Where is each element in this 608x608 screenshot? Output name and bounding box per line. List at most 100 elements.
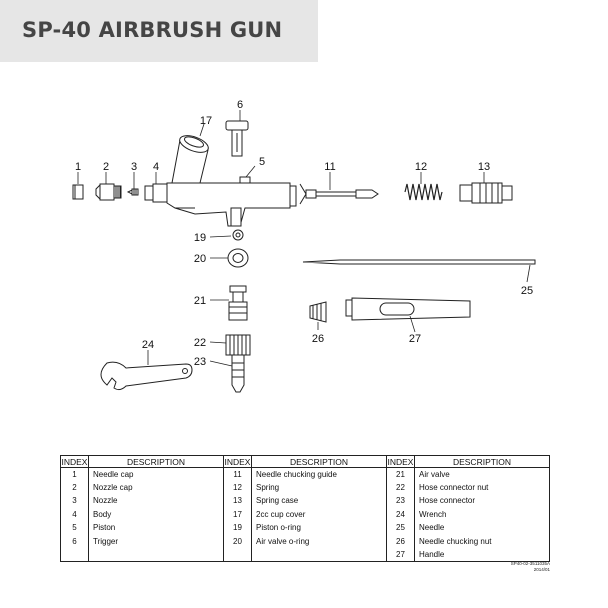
part-index-cell: 17: [223, 507, 252, 522]
part-index-cell: 23: [386, 494, 415, 508]
callout-labels: 1 2 3 4 5 6 11 12 13 17 19 20 21 22 23 2…: [75, 99, 533, 368]
callout-24: 24: [142, 339, 154, 351]
document-code-date: 2014/01: [533, 567, 550, 572]
part-body: [144, 135, 297, 227]
part-description-cell: [88, 547, 224, 562]
part-description-cell: Needle: [414, 521, 550, 535]
part-air-valve-o-ring: [227, 248, 249, 268]
document-code-number: SP40-02-3511035A: [510, 561, 550, 566]
part-index-cell: 11: [223, 467, 252, 481]
table-header-row: INDEX DESCRIPTION INDEX DESCRIPTION INDE…: [60, 455, 550, 468]
part-spring: [404, 183, 443, 201]
callout-23: 23: [194, 356, 206, 368]
part-description-cell: Wrench: [414, 507, 550, 522]
part-index-cell: 6: [60, 534, 89, 548]
part-description-cell: Spring case: [251, 494, 387, 508]
part-index-cell: 20: [223, 534, 252, 548]
part-nozzle-cap: [95, 183, 122, 201]
callout-5: 5: [259, 156, 265, 168]
callout-25: 25: [521, 285, 533, 297]
column-header-description: DESCRIPTION: [88, 455, 224, 468]
part-handle: [345, 297, 471, 321]
part-index-cell: 19: [223, 521, 252, 535]
part-index-cell: [223, 547, 252, 562]
column-header-index: INDEX: [60, 455, 89, 468]
callout-21: 21: [194, 295, 206, 307]
callout-2: 2: [103, 161, 109, 173]
part-index-cell: 26: [386, 534, 415, 548]
part-index-cell: 3: [60, 494, 89, 508]
column-header-description: DESCRIPTION: [251, 455, 387, 468]
callout-12: 12: [415, 161, 427, 173]
part-nozzle: [126, 188, 139, 196]
part-index-cell: 24: [386, 507, 415, 522]
part-air-valve: [228, 285, 248, 321]
part-piston-o-ring: [232, 229, 244, 241]
part-description-cell: Nozzle cap: [88, 480, 224, 495]
callout-27: 27: [409, 333, 421, 345]
column-header-description: DESCRIPTION: [414, 455, 550, 468]
part-index-cell: 21: [386, 467, 415, 481]
part-index-cell: 22: [386, 480, 415, 495]
callout-3: 3: [131, 161, 137, 173]
part-needle-chucking-guide: [299, 183, 379, 205]
parts-index-table: INDEX DESCRIPTION INDEX DESCRIPTION INDE…: [60, 455, 550, 562]
part-trigger: [225, 120, 249, 157]
callout-1: 1: [75, 161, 81, 173]
callout-22: 22: [194, 337, 206, 349]
exploded-parts-diagram: 1 2 3 4 5 6 11 12 13 17 19 20 21 22 23 2…: [72, 99, 536, 393]
part-description-cell: Needle chucking guide: [251, 467, 387, 481]
callout-19: 19: [194, 232, 206, 244]
callout-11: 11: [324, 161, 335, 173]
part-spring-case: [459, 182, 513, 204]
part-index-cell: 5: [60, 521, 89, 535]
part-description-cell: Body: [88, 507, 224, 522]
part-index-cell: [60, 547, 89, 562]
part-description-cell: Needle cap: [88, 467, 224, 481]
part-description-cell: Hose connector: [414, 494, 550, 508]
page-title: SP-40 AIRBRUSH GUN: [22, 18, 283, 42]
title-band: SP-40 AIRBRUSH GUN: [0, 0, 318, 62]
part-description-cell: Piston: [88, 521, 224, 535]
part-description-cell: Air valve: [414, 467, 550, 481]
part-description-cell: Piston o-ring: [251, 521, 387, 535]
callout-4: 4: [153, 161, 159, 173]
callout-13: 13: [478, 161, 490, 173]
column-header-index: INDEX: [223, 455, 252, 468]
callout-26: 26: [312, 333, 324, 345]
part-index-cell: 13: [223, 494, 252, 508]
part-wrench: [100, 361, 193, 391]
part-description-cell: Hose connector nut: [414, 480, 550, 495]
part-description-cell: Spring: [251, 480, 387, 495]
part-index-cell: 4: [60, 507, 89, 522]
part-needle-chucking-nut: [309, 301, 327, 323]
part-description-cell: Trigger: [88, 534, 224, 548]
part-description-cell: Nozzle: [88, 494, 224, 508]
callout-6: 6: [237, 99, 243, 111]
part-description-cell: Needle chucking nut: [414, 534, 550, 548]
callout-17: 17: [200, 115, 212, 127]
part-index-cell: 27: [386, 547, 415, 562]
leader-lines: [77, 110, 531, 367]
part-description-cell: Handle: [414, 547, 550, 562]
part-index-cell: 12: [223, 480, 252, 495]
part-hose-connector-nut: [225, 334, 251, 356]
part-description-cell: 2cc cup cover: [251, 507, 387, 522]
part-description-cell: Air valve o-ring: [251, 534, 387, 548]
document-code: SP40-02-3511035A 2014/01: [470, 561, 550, 573]
part-index-cell: 2: [60, 480, 89, 495]
callout-20: 20: [194, 253, 206, 265]
part-index-cell: 25: [386, 521, 415, 535]
part-description-cell: [251, 547, 387, 562]
part-needle: [302, 259, 536, 265]
part-needle-cap: [72, 184, 84, 200]
column-header-index: INDEX: [386, 455, 415, 468]
part-hose-connector: [231, 354, 245, 393]
